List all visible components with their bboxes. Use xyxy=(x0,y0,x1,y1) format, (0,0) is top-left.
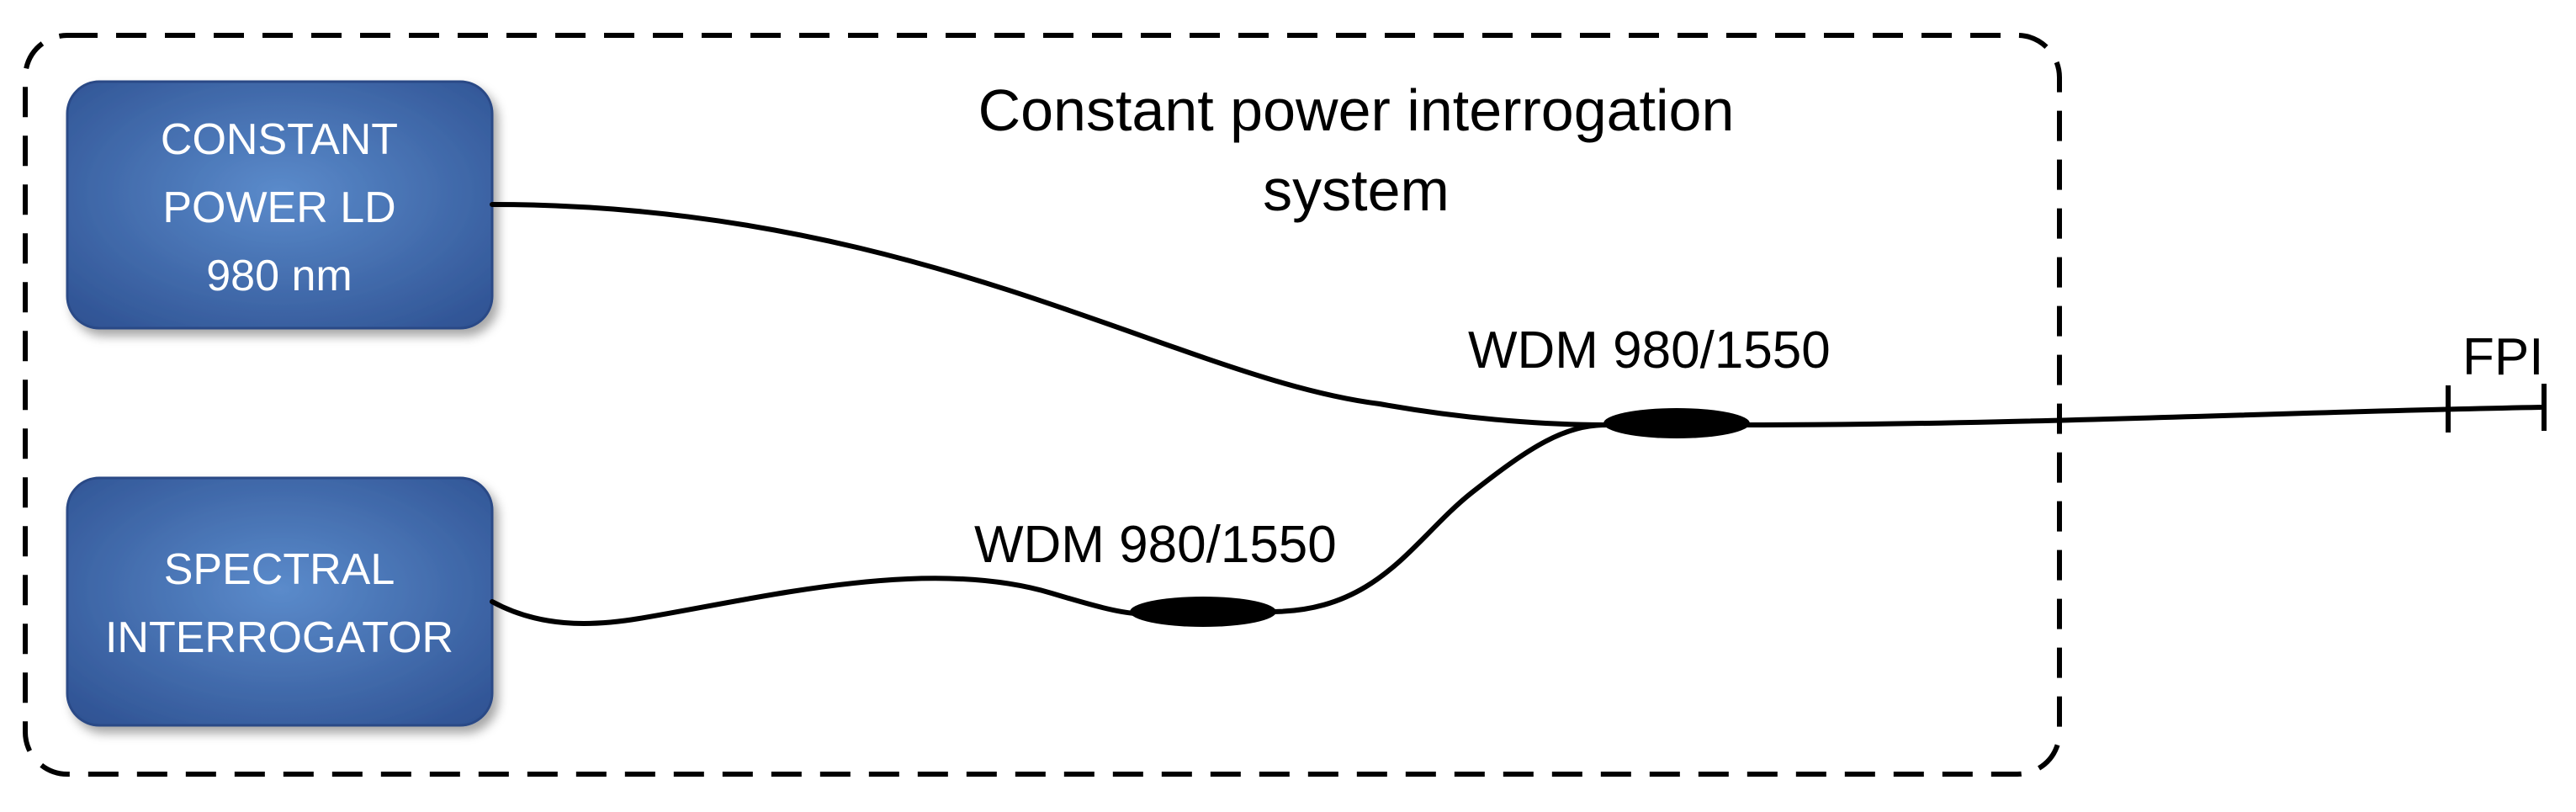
system-title-line2: system xyxy=(1263,157,1450,223)
system-boundary xyxy=(23,33,2062,777)
laser-diode-box: CONSTANT POWER LD 980 nm xyxy=(66,80,494,330)
wdm-lower-label: WDM 980/1550 xyxy=(974,516,1337,574)
fpi-label: FPI xyxy=(2462,328,2543,386)
fiber-wdm-to-fpi xyxy=(1743,405,2543,427)
spectral-interrogator-label-line2: INTERROGATOR xyxy=(105,613,453,662)
laser-diode-label-line2: POWER LD xyxy=(162,183,395,232)
wdm-lower-coupler xyxy=(1130,597,1276,627)
wdm-upper-coupler xyxy=(1603,408,1750,438)
system-title-line1: Constant power interrogation xyxy=(978,77,1735,143)
wdm-upper-label: WDM 980/1550 xyxy=(1468,321,1831,379)
spectral-interrogator-box-shape xyxy=(66,476,494,727)
spectral-interrogator-label-line1: SPECTRAL xyxy=(164,545,395,594)
fiber-interrogator-to-wdm xyxy=(490,576,1138,626)
fiber-wdm-to-wdm xyxy=(1268,422,1609,614)
laser-diode-label-line3: 980 nm xyxy=(206,252,352,300)
laser-diode-label-line1: CONSTANT xyxy=(161,115,398,164)
fiber-laser-to-wdm xyxy=(490,202,1609,427)
spectral-interrogator-box: SPECTRAL INTERROGATOR xyxy=(66,476,494,727)
